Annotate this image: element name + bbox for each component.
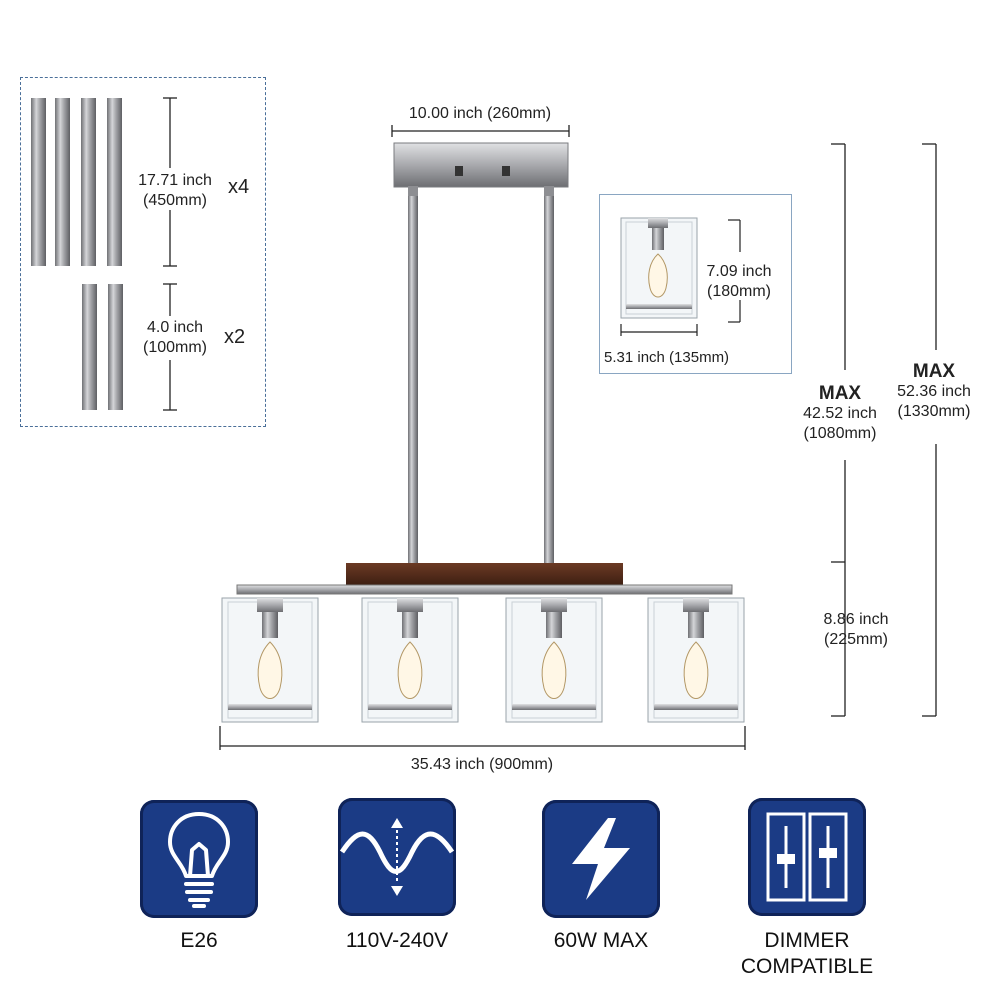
shade-height: 7.09 inch (180mm) [698, 262, 780, 302]
long-rod-inch: 17.71 inch [138, 172, 212, 189]
long-rod-mm: (450mm) [142, 192, 207, 209]
total-length-line [219, 726, 746, 750]
feature-label-e26: E26 [180, 929, 218, 952]
shade-detail-box [599, 194, 792, 374]
long-rod-dimension: 17.71 inch (450mm) [120, 171, 230, 211]
short-rod-inch: 4.0 inch [146, 319, 204, 336]
height-min-inch: 42.52 inch [803, 405, 877, 422]
shade-dimension-lines [620, 219, 741, 336]
downrod-left [408, 196, 418, 564]
lamp-shades [221, 597, 745, 723]
light-bulb-icon [140, 800, 258, 918]
rod-dimension-lines [163, 97, 177, 411]
short-rod-quantity: x2 [224, 326, 246, 348]
height-min-mm: (1080mm) [803, 425, 877, 442]
body-height-mm: (225mm) [823, 631, 888, 648]
rods-parts-box [20, 77, 266, 427]
feature-label-dimmer: DIMMER COMPATIBLE [740, 929, 874, 978]
feature-label-voltage: 110V-240V [345, 929, 449, 952]
shade-height-mm: (180mm) [706, 283, 771, 300]
shade-height-inch: 7.09 inch [706, 263, 772, 280]
body-height-inch: 8.86 inch [823, 611, 889, 628]
canopy-width-line [391, 125, 570, 137]
short-rods [82, 284, 123, 410]
canopy [393, 142, 569, 196]
shade-width: 5.31 inch (135mm) [604, 349, 730, 366]
height-max-inch: 52.36 inch [897, 383, 971, 400]
height-dimension-lines [831, 143, 937, 717]
long-rod-quantity: x4 [228, 176, 250, 198]
height-max: MAX 52.36 inch (1330mm) [884, 362, 984, 422]
dimmer-switch-icon [748, 798, 866, 916]
metal-bar [236, 584, 733, 595]
height-max-label: MAX [912, 361, 956, 382]
height-min-label: MAX [818, 383, 862, 404]
long-rods [31, 98, 122, 266]
height-max-mm: (1330mm) [897, 403, 971, 420]
downrod-right [544, 196, 554, 564]
short-rod-mm: (100mm) [142, 339, 207, 356]
total-length-label: 35.43 inch (900mm) [410, 756, 554, 773]
short-rod-dimension: 4.0 inch (100mm) [120, 318, 230, 358]
sine-wave-voltage-icon [338, 798, 456, 916]
feature-label-wattage: 60W MAX [553, 929, 649, 952]
height-min: MAX 42.52 inch (1080mm) [790, 384, 890, 444]
body-height: 8.86 inch (225mm) [806, 610, 906, 650]
canopy-width-label: 10.00 inch (260mm) [408, 105, 552, 122]
shade-detail [620, 217, 698, 319]
wood-beam [346, 563, 623, 585]
lightning-bolt-icon [542, 800, 660, 918]
